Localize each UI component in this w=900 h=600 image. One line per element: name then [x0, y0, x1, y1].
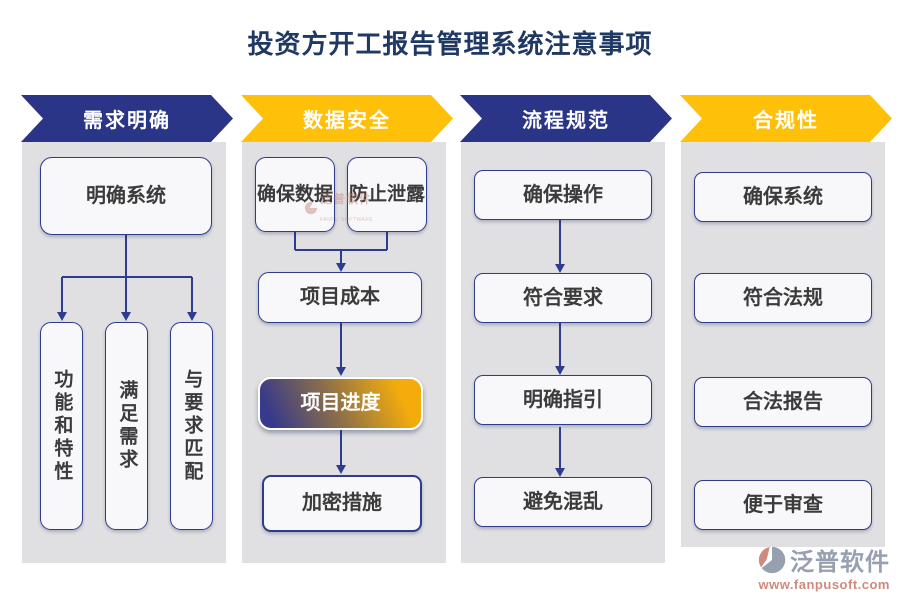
- node-meet-needs: 满足需求: [105, 322, 148, 530]
- connector-lines: [555, 220, 565, 477]
- node-encryption-measures: 加密措施: [262, 475, 422, 532]
- node-project-cost: 项目成本: [258, 272, 422, 323]
- column-compliance: 合规性 确保系统 符合法规 合法报告 便于审查: [680, 95, 892, 547]
- column-requirements: 需求明确 明确系统 功能和特性 满足需求 与要求匹配: [21, 95, 233, 563]
- brand-website: www.fanpusoft.com: [758, 577, 890, 592]
- column-data-security: 数据安全 泛普软件 FANPU SOFTWARE 确保数据 防止泄露 项目成本: [241, 95, 453, 563]
- page-title: 投资方开工报告管理系统注意事项: [247, 29, 653, 59]
- node-ensure-operation: 确保操作: [474, 170, 652, 220]
- column-header-requirements: 需求明确: [21, 95, 233, 142]
- node-legal-report: 合法报告: [694, 377, 872, 427]
- node-match-requirements: 与要求匹配: [170, 322, 213, 530]
- node-comply-with-laws: 符合法规: [694, 273, 872, 323]
- column-process-standard: 流程规范 确保操作 符合要求 明确指引 避免混乱: [460, 95, 672, 563]
- node-easy-audit: 便于审查: [694, 480, 872, 530]
- column-panel-requirements: 明确系统 功能和特性 满足需求 与要求匹配: [22, 142, 226, 563]
- node-ensure-data: 确保数据: [255, 157, 335, 232]
- column-header-compliance: 合规性: [680, 95, 892, 142]
- column-panel-compliance: 确保系统 符合法规 合法报告 便于审查: [681, 142, 885, 547]
- connector-lines: [57, 235, 197, 321]
- node-avoid-confusion: 避免混乱: [474, 477, 652, 527]
- brand-logo-icon: [758, 546, 786, 573]
- node-project-progress: 项目进度: [258, 377, 423, 430]
- node-meet-requirements: 符合要求: [474, 273, 652, 323]
- column-header-data-security: 数据安全: [241, 95, 453, 142]
- node-clear-guidance: 明确指引: [474, 375, 652, 425]
- column-header-process-standard: 流程规范: [460, 95, 672, 142]
- brand-footer: 泛普软件 www.fanpusoft.com: [757, 542, 890, 592]
- connector-lines: [294, 232, 388, 474]
- node-prevent-leak: 防止泄露: [347, 157, 427, 232]
- column-panel-data-security: 泛普软件 FANPU SOFTWARE 确保数据 防止泄露 项目成本 项目进度 …: [242, 142, 446, 563]
- node-ensure-system: 确保系统: [694, 172, 872, 222]
- node-function-and-features: 功能和特性: [40, 322, 83, 530]
- column-panel-process-standard: 确保操作 符合要求 明确指引 避免混乱: [461, 142, 665, 563]
- node-clarify-system: 明确系统: [40, 157, 212, 235]
- node-label: 明确系统: [86, 184, 166, 207]
- brand-name: 泛普软件: [790, 549, 890, 576]
